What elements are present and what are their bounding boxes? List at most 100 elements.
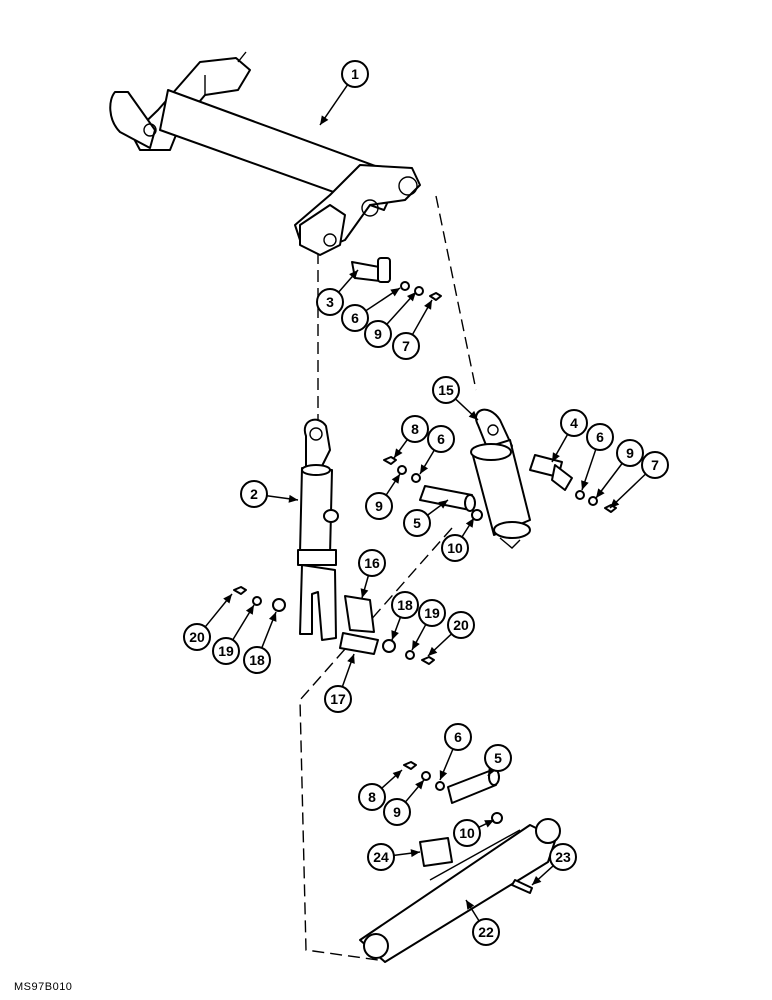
leader-arrowhead <box>552 452 560 462</box>
callout-19: 19 <box>411 599 446 651</box>
pin-5-lower <box>403 761 503 824</box>
leader-arrowhead <box>415 780 424 790</box>
callout-label: 17 <box>330 691 346 707</box>
callout-8: 8 <box>393 415 429 459</box>
callout-6: 6 <box>581 423 614 491</box>
callout-label: 10 <box>447 540 463 556</box>
leader-arrowhead <box>438 500 448 509</box>
callout-5: 5 <box>403 499 449 537</box>
callout-label: 9 <box>375 498 383 514</box>
callout-20: 20 <box>427 611 475 657</box>
callout-circle <box>391 591 419 619</box>
callout-circle <box>472 918 500 946</box>
callout-circle <box>447 611 475 639</box>
callout-9: 9 <box>365 473 401 520</box>
leader-arrowhead <box>465 518 474 528</box>
leader-arrowhead <box>532 875 542 885</box>
callout-16: 16 <box>358 549 386 599</box>
callout-23: 23 <box>531 843 577 886</box>
callout-circle <box>365 492 393 520</box>
callout-label: 7 <box>651 457 659 473</box>
assembly-path <box>299 195 477 961</box>
callout-9: 9 <box>364 291 417 348</box>
callout-label: 19 <box>218 643 234 659</box>
pin-4 <box>529 454 617 513</box>
leader-arrowhead <box>466 900 475 910</box>
callout-circle <box>316 288 344 316</box>
callout-circle <box>341 304 369 332</box>
callout-circle <box>427 425 455 453</box>
callout-label: 6 <box>454 729 462 745</box>
hardware-left <box>233 586 286 612</box>
callout-circle <box>641 451 669 479</box>
callout-label: 6 <box>596 429 604 445</box>
callout-label: 16 <box>364 555 380 571</box>
callout-label: 24 <box>373 849 389 865</box>
drawing-code: MS97B010 <box>14 981 73 993</box>
callout-label: 20 <box>189 629 205 645</box>
leader-arrowhead <box>268 612 277 622</box>
leader-arrowhead <box>391 630 399 640</box>
leader-arrowhead <box>360 588 369 598</box>
callout-10: 10 <box>453 819 495 847</box>
callout-circle <box>324 685 352 713</box>
callout-circle <box>212 637 240 665</box>
callout-9: 9 <box>383 779 425 826</box>
callout-label: 2 <box>250 486 258 502</box>
callout-4: 4 <box>551 409 588 463</box>
leader-arrowhead <box>412 640 420 650</box>
leader-arrowhead <box>410 849 420 858</box>
callout-label: 19 <box>424 605 440 621</box>
pin-5-upper <box>383 456 483 521</box>
callout-circle <box>560 409 588 437</box>
leader-arrowhead <box>245 605 254 615</box>
leader-arrowhead <box>320 115 329 125</box>
callout-8: 8 <box>358 769 403 811</box>
callout-label: 5 <box>413 515 421 531</box>
leader-arrowhead <box>424 300 432 310</box>
callout-circle <box>401 415 429 443</box>
leader-arrowhead <box>392 770 402 779</box>
callout-circle <box>484 744 512 772</box>
leader-arrowhead <box>484 820 494 828</box>
leader-arrowhead <box>439 770 448 780</box>
callout-17: 17 <box>324 653 355 713</box>
leader-arrowhead <box>596 488 605 498</box>
callout-1: 1 <box>319 60 369 126</box>
leader-arrowhead <box>347 654 355 664</box>
callout-label: 22 <box>478 924 494 940</box>
callout-circle <box>341 60 369 88</box>
callout-22: 22 <box>465 899 500 946</box>
callout-label: 7 <box>402 338 410 354</box>
leader-arrowhead <box>420 464 429 474</box>
callout-circle <box>364 320 392 348</box>
leader-arrowhead <box>223 594 232 604</box>
callout-10: 10 <box>441 517 475 562</box>
callout-circle <box>358 783 386 811</box>
callout-label: 6 <box>437 431 445 447</box>
callout-18: 18 <box>243 611 277 674</box>
callout-20: 20 <box>183 593 233 651</box>
leader-arrowhead <box>581 480 589 490</box>
callout-circle <box>441 534 469 562</box>
leader-arrowhead <box>288 494 298 503</box>
callout-9: 9 <box>595 439 644 499</box>
pin-3 <box>351 257 442 301</box>
callout-label: 18 <box>249 652 265 668</box>
callout-2: 2 <box>240 480 299 508</box>
leader-arrowhead <box>391 474 400 484</box>
callout-label: 9 <box>393 804 401 820</box>
callout-6: 6 <box>439 723 472 781</box>
callout-label: 10 <box>459 825 475 841</box>
callout-18: 18 <box>391 591 419 641</box>
callout-circle <box>453 819 481 847</box>
leader-arrowhead <box>468 410 478 420</box>
callout-circle <box>183 623 211 651</box>
top-link-2 <box>297 418 339 641</box>
callout-circle <box>367 843 395 871</box>
callout-label: 20 <box>453 617 469 633</box>
callout-15: 15 <box>432 376 479 421</box>
callout-circle <box>444 723 472 751</box>
leader-arrowhead <box>406 292 416 302</box>
